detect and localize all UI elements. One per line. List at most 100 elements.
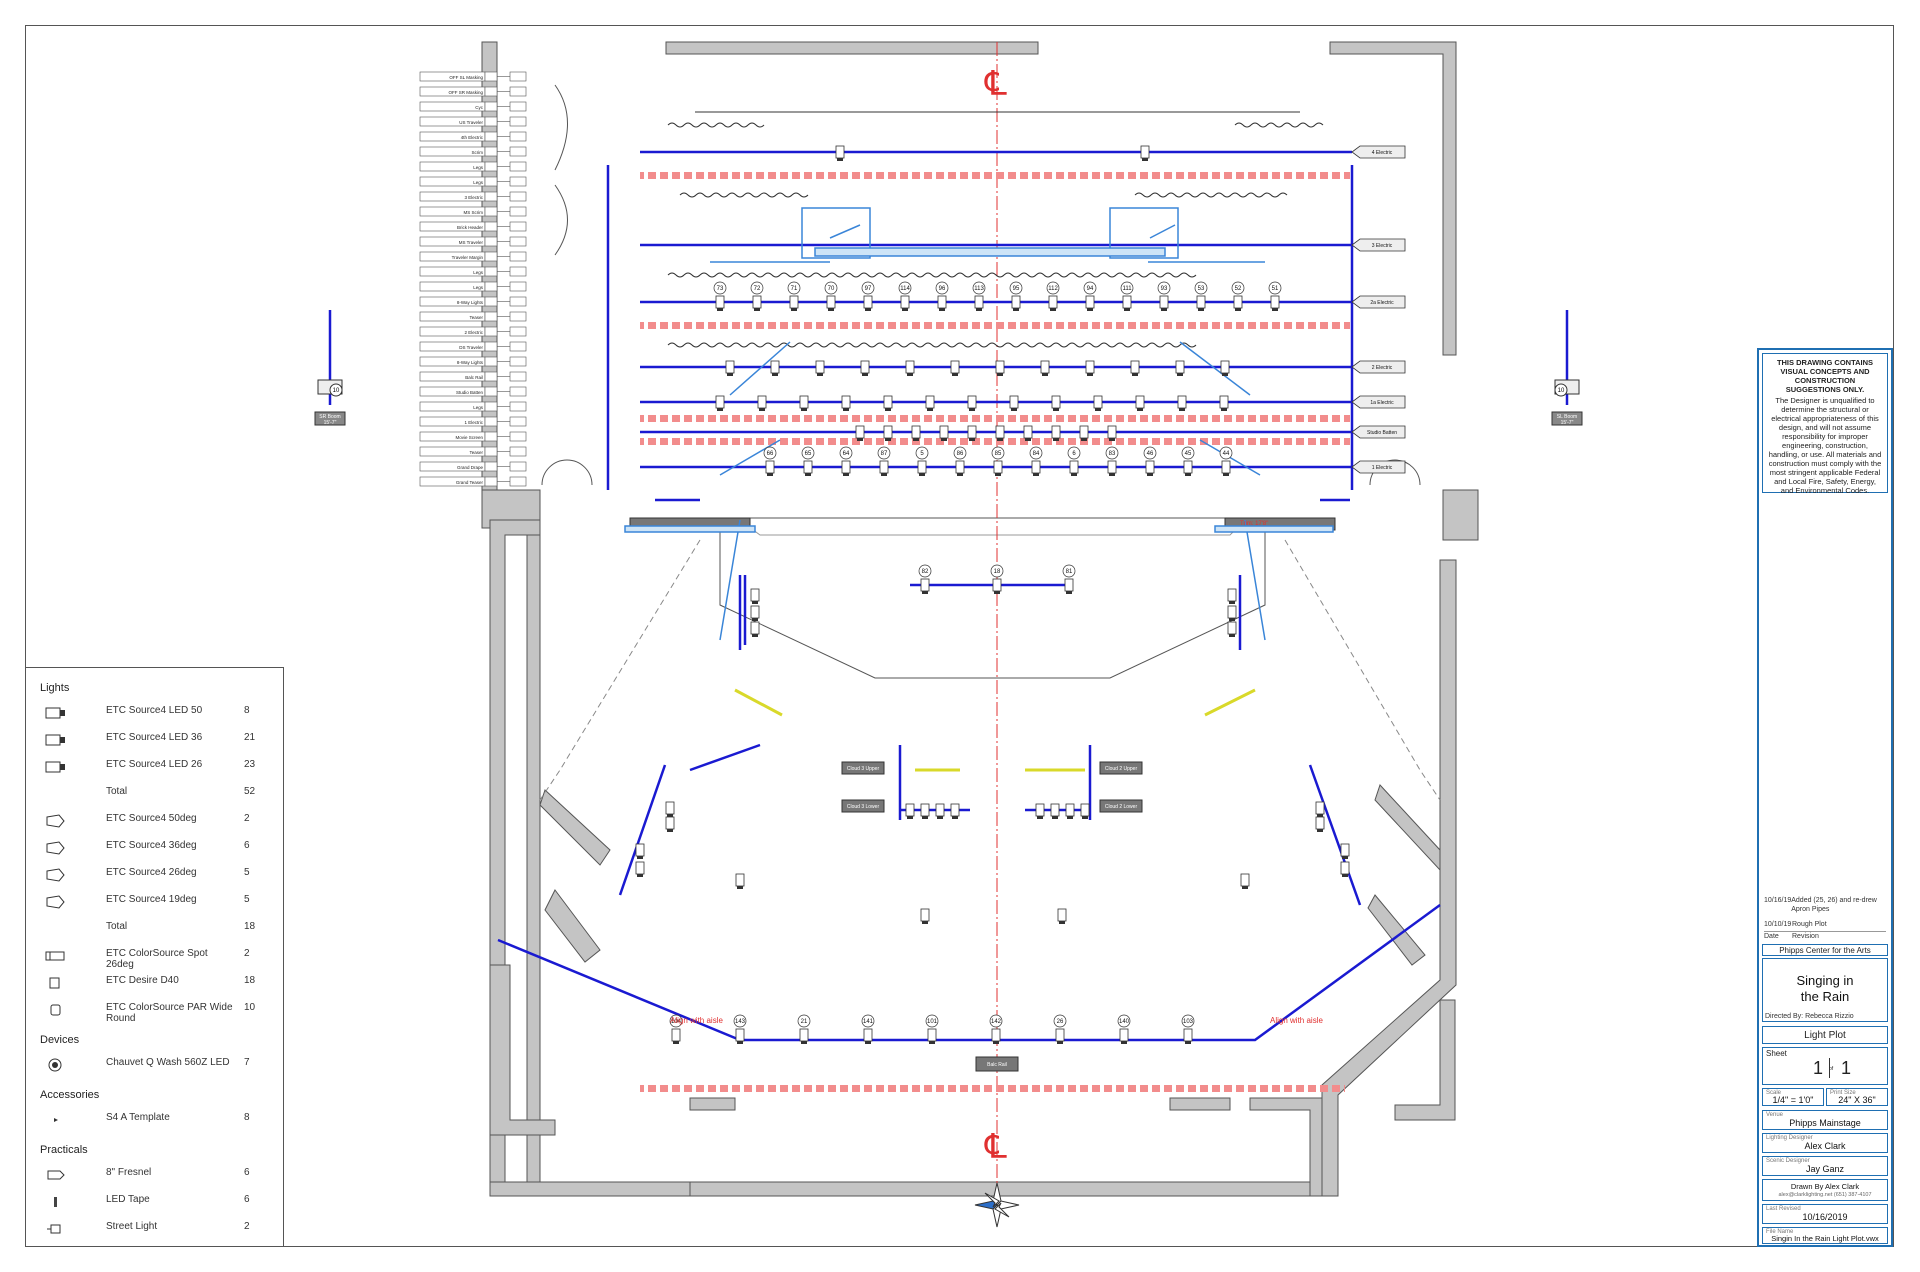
- fixture: [757, 395, 767, 411]
- lineset-name: 1 Electric: [464, 420, 483, 425]
- legend-item-name: 8" Fresnel: [106, 1167, 152, 1178]
- lineset-name: Grand Drape: [457, 465, 484, 470]
- last-revised-box: Last Revised 10/16/2019: [1762, 1204, 1888, 1224]
- legend-item-name: Total: [106, 921, 128, 932]
- legend-row: Total 18: [40, 918, 283, 945]
- fixture: 82: [918, 564, 932, 594]
- svg-text:SR Boom: SR Boom: [319, 414, 340, 420]
- fixture: [725, 360, 735, 376]
- fixture: [1107, 425, 1117, 441]
- legend-item-name: ETC Source4 LED 26: [106, 759, 203, 770]
- legend-item-name: S4 A Template: [106, 1112, 170, 1123]
- fixture: [1140, 145, 1150, 161]
- electric-tag: 1 Electric: [1351, 460, 1406, 474]
- legend-section-title: Practicals: [40, 1144, 88, 1156]
- lineset-row: Grand Drape: [419, 461, 527, 472]
- lineset-row: MS Scrim: [419, 206, 527, 217]
- fixture: 93: [1157, 281, 1171, 311]
- unit-number: 82: [922, 569, 929, 575]
- legend-item-count: 23: [244, 759, 256, 770]
- fixture: [950, 360, 960, 376]
- fresnel-icon: [44, 1168, 68, 1182]
- legend-blank: [44, 787, 68, 801]
- legend-item-count: 6: [244, 1167, 250, 1178]
- unit-number: 81: [1066, 569, 1073, 575]
- lineset-row: Teaser: [419, 311, 527, 322]
- fixture: 95: [1009, 281, 1023, 311]
- svg-text:15'-7": 15'-7": [324, 420, 337, 426]
- legend-item-count: 18: [244, 921, 256, 932]
- legend-item-name: Total: [106, 786, 128, 797]
- legend-item-count: 8: [244, 1112, 250, 1123]
- unit-number: 51: [1272, 286, 1279, 292]
- fixture: [920, 803, 930, 819]
- fixture: 5: [915, 446, 929, 476]
- fixture: [665, 816, 675, 832]
- lineset-row: Brick Header: [419, 221, 527, 232]
- company-name: Phipps Center for the Arts: [1762, 944, 1888, 956]
- show-title-box: Singing in the Rain Directed By: Rebecca…: [1762, 958, 1888, 1022]
- unit-number: 5: [920, 451, 924, 457]
- fixture: [1051, 425, 1061, 441]
- title-block: THIS DRAWING CONTAINS VISUAL CONCEPTS AN…: [1757, 348, 1893, 1247]
- lineset-name: Teaser: [469, 315, 483, 320]
- unit-number: 83: [1109, 451, 1116, 457]
- lineset-row: OFF SR Masking: [419, 86, 527, 97]
- align-note-right: Align with aisle: [1270, 1016, 1323, 1025]
- fixture: 46: [1143, 446, 1157, 476]
- legend-item-name: ETC Source4 LED 50: [106, 705, 203, 716]
- fixture: 87: [877, 446, 891, 476]
- legend-item-name: ETC Source4 26deg: [106, 867, 197, 878]
- fixture: [995, 425, 1005, 441]
- lineset-name: MS Traveler: [459, 240, 484, 245]
- ellipsoidal-icon: [44, 841, 68, 855]
- lineset-name: Legs: [473, 180, 484, 185]
- fixture: [883, 425, 893, 441]
- legend-item-name: ETC ColorSource PAR Wide Round: [106, 1002, 233, 1024]
- fixture: [1130, 360, 1140, 376]
- fixture: [855, 425, 865, 441]
- director-credit: Directed By: Rebecca Rizzio: [1765, 1013, 1854, 1020]
- unit-number: 72: [754, 286, 761, 292]
- lineset-name: Scrim: [472, 150, 484, 155]
- fixture: [1227, 588, 1237, 604]
- svg-text:Cloud 2 Lower: Cloud 2 Lower: [1105, 804, 1138, 810]
- legend-section-title: Lights: [40, 682, 70, 694]
- unit-number: 71: [791, 286, 798, 292]
- fixture: [1065, 803, 1075, 819]
- lineset-row: Legs: [419, 161, 527, 172]
- fixture: [911, 425, 921, 441]
- fixture: 101: [925, 1014, 939, 1044]
- scenic-designer-box: Scenic Designer Jay Ganz: [1762, 1156, 1888, 1176]
- legend-item-name: ETC ColorSource Spot 26deg: [106, 948, 208, 970]
- legend-item-name: ETC Source4 50deg: [106, 813, 197, 824]
- fixture: [735, 873, 745, 889]
- lineset-row: Legs: [419, 266, 527, 277]
- scenic-pieces: [624, 207, 1334, 641]
- lineset-name: Traveler Margin: [452, 255, 484, 260]
- fixture: [939, 425, 949, 441]
- unit-number: 87: [881, 451, 888, 457]
- unit-number: 73: [717, 286, 724, 292]
- unit-number: 65: [805, 451, 812, 457]
- legend-item-name: ETC Desire D40: [106, 975, 179, 986]
- lineset-name: 8-Way Lights: [457, 300, 484, 305]
- ellipsoidal-icon: [44, 868, 68, 882]
- legend-item-name: ETC Source4 19deg: [106, 894, 197, 905]
- fixture: 111: [1120, 281, 1134, 311]
- unit-number: 26: [1057, 1019, 1064, 1025]
- fixture: 104: [669, 1014, 683, 1044]
- fixture: [750, 621, 760, 637]
- lineset-row: 1 Electric: [419, 416, 527, 427]
- lineset-row: Movie Screen: [419, 431, 527, 442]
- lineset-row: OFF SL Masking: [419, 71, 527, 82]
- led-fixture-icon: [44, 733, 68, 747]
- lineset-name: Grand Teaser: [456, 480, 484, 485]
- lineset-row: 4th Electric: [419, 131, 527, 142]
- fixture: [1057, 908, 1067, 924]
